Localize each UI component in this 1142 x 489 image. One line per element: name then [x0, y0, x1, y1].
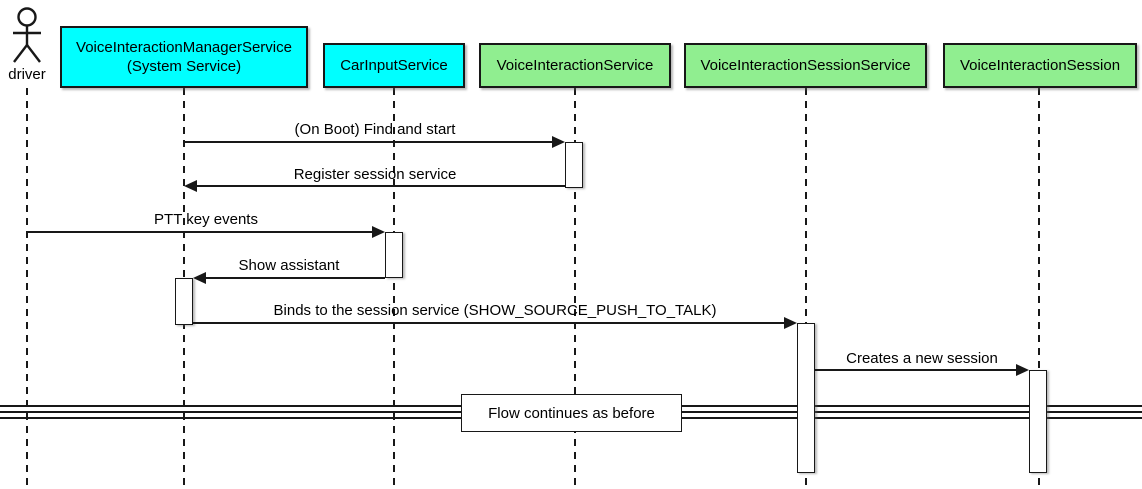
lifeline-carinputservice: [393, 88, 395, 487]
participant-box-carinputservice: CarInputService: [323, 43, 465, 88]
participant-box-voiceinteractionsession: VoiceInteractionSession: [943, 43, 1137, 88]
divider-label: Flow continues as before: [488, 404, 655, 422]
message-line: [196, 185, 565, 187]
arrowhead-right-icon: [552, 136, 565, 148]
arrowhead-left-icon: [193, 272, 206, 284]
arrowhead-right-icon: [372, 226, 385, 238]
lifeline-driver: [26, 88, 28, 487]
activation-voiceinteractionservice: [565, 142, 583, 188]
message-label: Binds to the session service (SHOW_SOURC…: [273, 302, 717, 319]
message-label: Register session service: [293, 166, 457, 183]
message-label: (On Boot) Find and start: [294, 121, 456, 138]
message-label: Creates a new session: [846, 350, 998, 367]
message-line: [184, 141, 554, 143]
message-line: [27, 231, 373, 233]
divider-label-box: Flow continues as before: [461, 394, 682, 432]
lifeline-voiceinteractionservice: [574, 88, 576, 487]
activation-voiceinteractionsession: [1029, 370, 1047, 473]
message-label: Show assistant: [238, 257, 340, 274]
participant-box-voiceinteractionsessionservice: VoiceInteractionSessionService: [684, 43, 927, 88]
arrowhead-left-icon: [184, 180, 197, 192]
activation-voiceinteractionmanagerservice: [175, 278, 193, 325]
lifeline-voiceinteractionsession: [1038, 88, 1040, 487]
participant-box-voiceinteractionservice: VoiceInteractionService: [479, 43, 671, 88]
actor-label: driver: [8, 66, 46, 83]
arrowhead-right-icon: [784, 317, 797, 329]
participant-label: VoiceInteractionManagerService: [76, 39, 292, 56]
message-label: PTT key events: [154, 211, 258, 228]
participant-box-voiceinteractionmanagerservice: VoiceInteractionManagerService (System S…: [60, 26, 308, 88]
participant-label: CarInputService: [340, 57, 448, 74]
activation-carinputservice: [385, 232, 403, 278]
message-line: [193, 322, 785, 324]
participant-label: VoiceInteractionSessionService: [700, 57, 911, 74]
actor-person-icon: [13, 7, 41, 63]
participant-label: VoiceInteractionSession: [959, 57, 1121, 74]
message-line: [205, 277, 385, 279]
participant-sublabel: (System Service): [126, 58, 242, 75]
activation-voiceinteractionsessionservice: [797, 323, 815, 473]
message-line: [815, 369, 1018, 371]
lifeline-voiceinteractionsessionservice: [805, 88, 807, 487]
arrowhead-right-icon: [1016, 364, 1029, 376]
participant-label: VoiceInteractionService: [496, 57, 654, 74]
